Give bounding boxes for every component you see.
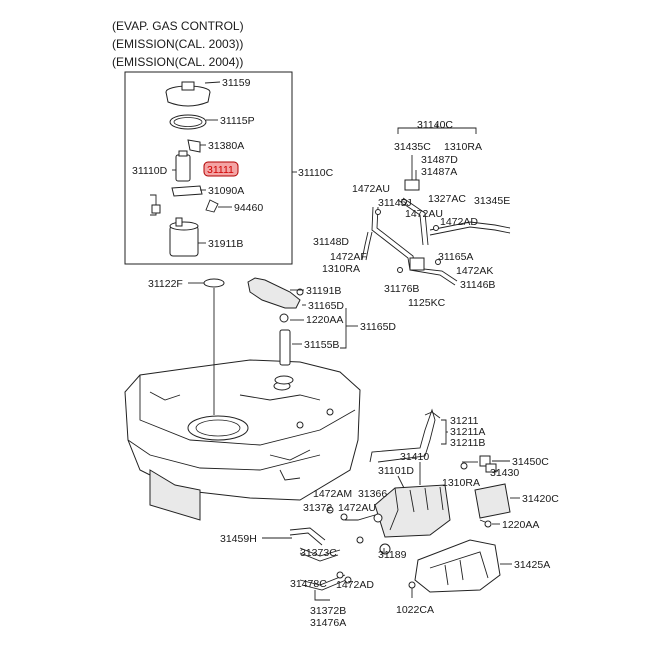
label-31372[interactable]: 31372: [303, 502, 332, 514]
label-31159[interactable]: 31159: [222, 77, 251, 89]
label-31211A[interactable]: 31211A: [450, 426, 485, 438]
label-1472AF[interactable]: 1472AF: [330, 251, 367, 263]
label-94460[interactable]: 94460: [234, 202, 263, 214]
label-31478C[interactable]: 31478C: [290, 578, 327, 590]
purge-control-solenoid[interactable]: [460, 455, 497, 473]
header-line-2: (EMISSION(CAL. 2003)): [112, 37, 243, 51]
label-31165D-right[interactable]: 31165D: [360, 321, 396, 333]
fuel-filter-canister[interactable]: [169, 217, 199, 257]
label-1472AK[interactable]: 1472AK: [456, 265, 493, 277]
canister-air-filter[interactable]: [474, 483, 511, 528]
label-31110C[interactable]: 31110C: [298, 167, 334, 179]
label-1220AA-lower[interactable]: 1220AA: [502, 519, 539, 531]
label-1472AU-lower[interactable]: 1472AU: [338, 502, 376, 514]
label-31189[interactable]: 31189: [378, 549, 407, 561]
fuel-pump-flange[interactable]: [165, 81, 211, 107]
label-31165A[interactable]: 31165A: [438, 251, 473, 263]
label-31459H[interactable]: 31459H: [220, 533, 257, 545]
label-31110D[interactable]: 31110D: [132, 165, 168, 177]
label-31211[interactable]: 31211: [450, 415, 479, 427]
label-31111-highlighted[interactable]: 31111: [207, 164, 234, 176]
fuel-tank[interactable]: [124, 359, 361, 521]
fuel-pump-motor[interactable]: [175, 150, 191, 182]
label-31372B[interactable]: 31372B: [310, 605, 346, 617]
label-31140C[interactable]: 31140C: [417, 119, 453, 131]
header-line-3: (EMISSION(CAL. 2004)): [112, 55, 243, 69]
label-31911B[interactable]: 31911B: [208, 238, 243, 250]
label-1125KC[interactable]: 1125KC: [408, 297, 446, 309]
label-1327AC[interactable]: 1327AC: [428, 193, 466, 205]
label-31435C[interactable]: 31435C: [394, 141, 431, 153]
label-31380A[interactable]: 31380A: [208, 140, 244, 152]
label-1472AD-upper[interactable]: 1472AD: [440, 216, 478, 228]
label-31373C[interactable]: 31373C: [300, 547, 337, 559]
rollover-valve[interactable]: [274, 313, 294, 385]
label-1472AM[interactable]: 1472AM: [313, 488, 352, 500]
label-31146B[interactable]: 31146B: [460, 279, 495, 291]
fuel-sender-gauge[interactable]: [150, 194, 219, 216]
fuel-strainer[interactable]: [171, 185, 203, 197]
vapor-line-assembly[interactable]: [361, 179, 511, 286]
label-31366[interactable]: 31366: [358, 488, 387, 500]
label-31345E[interactable]: 31345E: [474, 195, 510, 207]
charcoal-canister[interactable]: [373, 484, 451, 538]
o-ring-seal[interactable]: [169, 114, 207, 130]
label-1220AA-upper[interactable]: 1220AA: [306, 314, 343, 326]
label-1022CA[interactable]: 1022CA: [396, 604, 434, 616]
label-31476A[interactable]: 31476A: [310, 617, 346, 629]
label-31450C[interactable]: 31450C: [512, 456, 549, 468]
label-31155B[interactable]: 31155B: [304, 339, 339, 351]
label-1472AD-lower[interactable]: 1472AD: [336, 579, 374, 591]
label-31487A[interactable]: 31487A: [421, 166, 457, 178]
label-31115P[interactable]: 31115P: [220, 115, 255, 127]
label-31420C[interactable]: 31420C: [522, 493, 559, 505]
fuel-pump-assembly-frame: [124, 71, 293, 265]
canister-mounting-tray[interactable]: [408, 539, 501, 593]
label-31176B[interactable]: 31176B: [384, 283, 419, 295]
label-31191B[interactable]: 31191B: [306, 285, 341, 297]
label-31148D[interactable]: 31148D: [313, 236, 349, 248]
label-1472AU-upper[interactable]: 1472AU: [352, 183, 390, 195]
label-31211B[interactable]: 31211B: [450, 437, 485, 449]
label-31425A[interactable]: 31425A: [514, 559, 550, 571]
label-1310RA-middle[interactable]: 1310RA: [322, 263, 360, 275]
canister-bracket[interactable]: [369, 408, 441, 463]
label-31090A[interactable]: 31090A: [208, 185, 244, 197]
label-31430[interactable]: 31430: [490, 467, 519, 479]
label-31487D[interactable]: 31487D: [421, 154, 458, 166]
label-1310RA-upper[interactable]: 1310RA: [444, 141, 482, 153]
label-31410[interactable]: 31410: [400, 451, 429, 463]
label-31101D[interactable]: 31101D: [378, 465, 414, 477]
label-1472AU-middle[interactable]: 1472AU: [405, 208, 443, 220]
label-31122F[interactable]: 31122F: [148, 278, 183, 290]
fuel-pump-bracket[interactable]: [187, 139, 201, 153]
tank-filler-ring[interactable]: [203, 278, 225, 415]
label-31165D-upper[interactable]: 31165D: [308, 300, 344, 312]
header-line-1: (EVAP. GAS CONTROL): [112, 19, 244, 33]
label-1310RA-lower[interactable]: 1310RA: [442, 477, 480, 489]
label-31145J[interactable]: 31145J: [378, 197, 412, 209]
highlight-badge: [203, 161, 239, 177]
clip-31165D[interactable]: [296, 288, 304, 296]
heat-shield-cover[interactable]: [247, 277, 301, 309]
vapor-hose-set[interactable]: [289, 506, 391, 591]
